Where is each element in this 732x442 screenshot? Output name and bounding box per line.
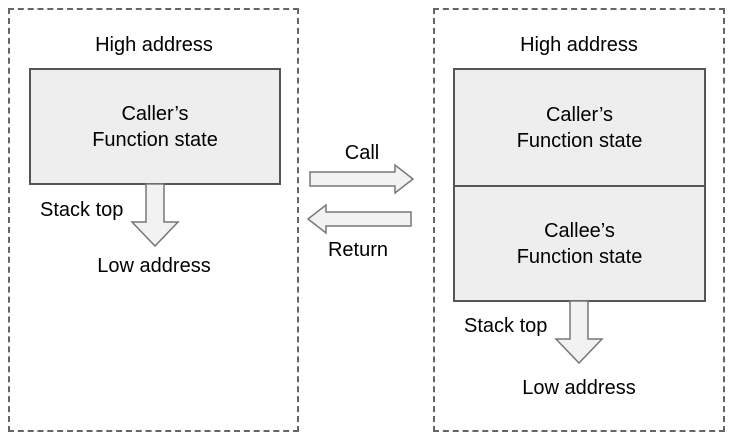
right-caller-line2: Function state <box>516 129 643 152</box>
right-caller-function-state-box: Caller’s Function state <box>453 68 706 187</box>
right-caller-line1: Caller’s <box>545 103 614 126</box>
right-stack-top-label: Stack top <box>464 315 548 337</box>
right-low-address-label: Low address <box>522 377 636 399</box>
left-stack-top-label: Stack top <box>40 199 124 221</box>
left-caller-line2: Function state <box>92 128 218 151</box>
right-callee-line2: Function state <box>516 245 643 268</box>
left-stack-panel <box>8 8 299 432</box>
call-label: Call <box>344 142 380 164</box>
return-left-arrow-icon <box>306 203 412 235</box>
call-right-arrow-icon <box>309 163 415 195</box>
right-stack-down-arrow-icon <box>554 300 604 365</box>
left-caller-function-state-box: Caller’s Function state <box>29 68 281 185</box>
return-label: Return <box>327 239 389 261</box>
left-high-address-label: High address <box>95 34 213 56</box>
left-caller-line1: Caller’s <box>121 102 189 125</box>
right-callee-function-state-box: Callee’s Function state <box>453 185 706 302</box>
left-low-address-label: Low address <box>97 255 211 277</box>
right-stack-panel <box>433 8 725 432</box>
right-callee-line1: Callee’s <box>544 219 615 242</box>
right-high-address-label: High address <box>520 34 638 56</box>
left-stack-down-arrow-icon <box>130 183 180 248</box>
